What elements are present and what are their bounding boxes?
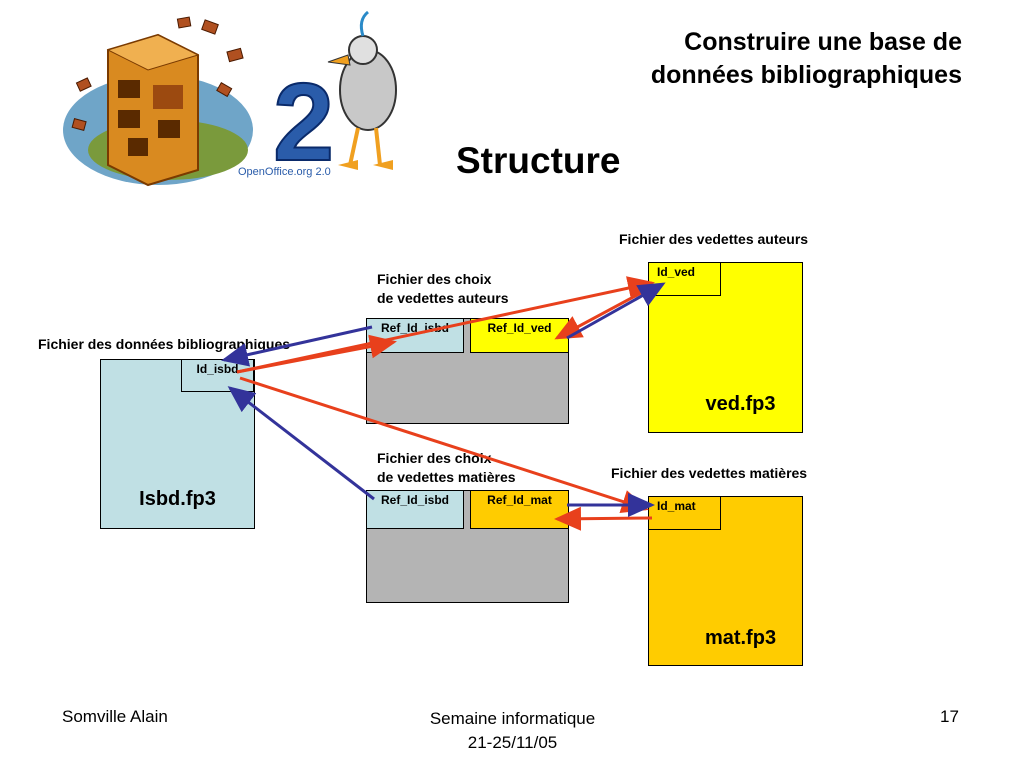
- logo-brand-text: OpenOffice.org 2.0: [238, 166, 331, 178]
- arrow-ved-to-choix-auteurs-ref: [554, 285, 653, 340]
- mat-file-name: mat.fp3: [704, 627, 777, 649]
- slide-title: Structure: [456, 140, 621, 181]
- choix-auteurs-ved-field: Ref_Id_ved: [470, 318, 569, 353]
- mat-key-field: Id_mat: [648, 496, 721, 530]
- header-title-line2: données bibliographiques: [650, 61, 962, 89]
- choix-matieres-mat-field: Ref_Id_mat: [470, 490, 569, 529]
- choix-matieres-caption-line1: Fichier des choix: [377, 450, 492, 466]
- isbd-file-name: Isbd.fp3: [139, 488, 216, 510]
- choix-auteurs-isbd-field: Ref_Id_isbd: [366, 318, 464, 353]
- choix-matieres-caption-line2: de vedettes matières: [377, 469, 516, 485]
- header-title: Construire une base de données bibliogra…: [542, 26, 962, 92]
- openoffice-logo: 2 OpenOffice.org 2.0: [63, 10, 397, 187]
- ved-file-name: ved.fp3: [705, 393, 776, 415]
- mat-caption: Fichier des vedettes matières: [611, 465, 808, 481]
- seagull-icon: [327, 10, 397, 170]
- choix-auteurs-caption-line2: de vedettes auteurs: [377, 290, 509, 306]
- choix-matieres-isbd-field: Ref_Id_isbd: [366, 490, 464, 529]
- isbd-caption: Fichier des données bibliographiques: [38, 336, 291, 352]
- header-title-line1: Construire une base de: [684, 28, 962, 56]
- footer-event-line1: Semaine informatique: [429, 709, 596, 728]
- footer-event-line2: 21-25/11/05: [467, 733, 558, 752]
- choix-matieres-caption: Fichier des choix de vedettes matières: [377, 449, 516, 487]
- choix-auteurs-caption-line1: Fichier des choix: [377, 271, 492, 287]
- choix-auteurs-caption: Fichier des choix de vedettes auteurs: [377, 270, 509, 308]
- ved-key-field: Id_ved: [648, 262, 721, 296]
- footer-author: Somville Alain: [62, 707, 168, 726]
- building-icon: [106, 33, 200, 187]
- arrow-mat-to-choix-matieres: [554, 506, 653, 531]
- ved-caption: Fichier des vedettes auteurs: [619, 231, 809, 247]
- isbd-key-field: Id_isbd: [181, 359, 254, 392]
- papers-icon: [71, 16, 244, 132]
- footer-page-number: 17: [940, 707, 959, 726]
- logo-number: 2: [273, 61, 334, 184]
- footer-event: Semaine informatique 21-25/11/05: [400, 707, 625, 755]
